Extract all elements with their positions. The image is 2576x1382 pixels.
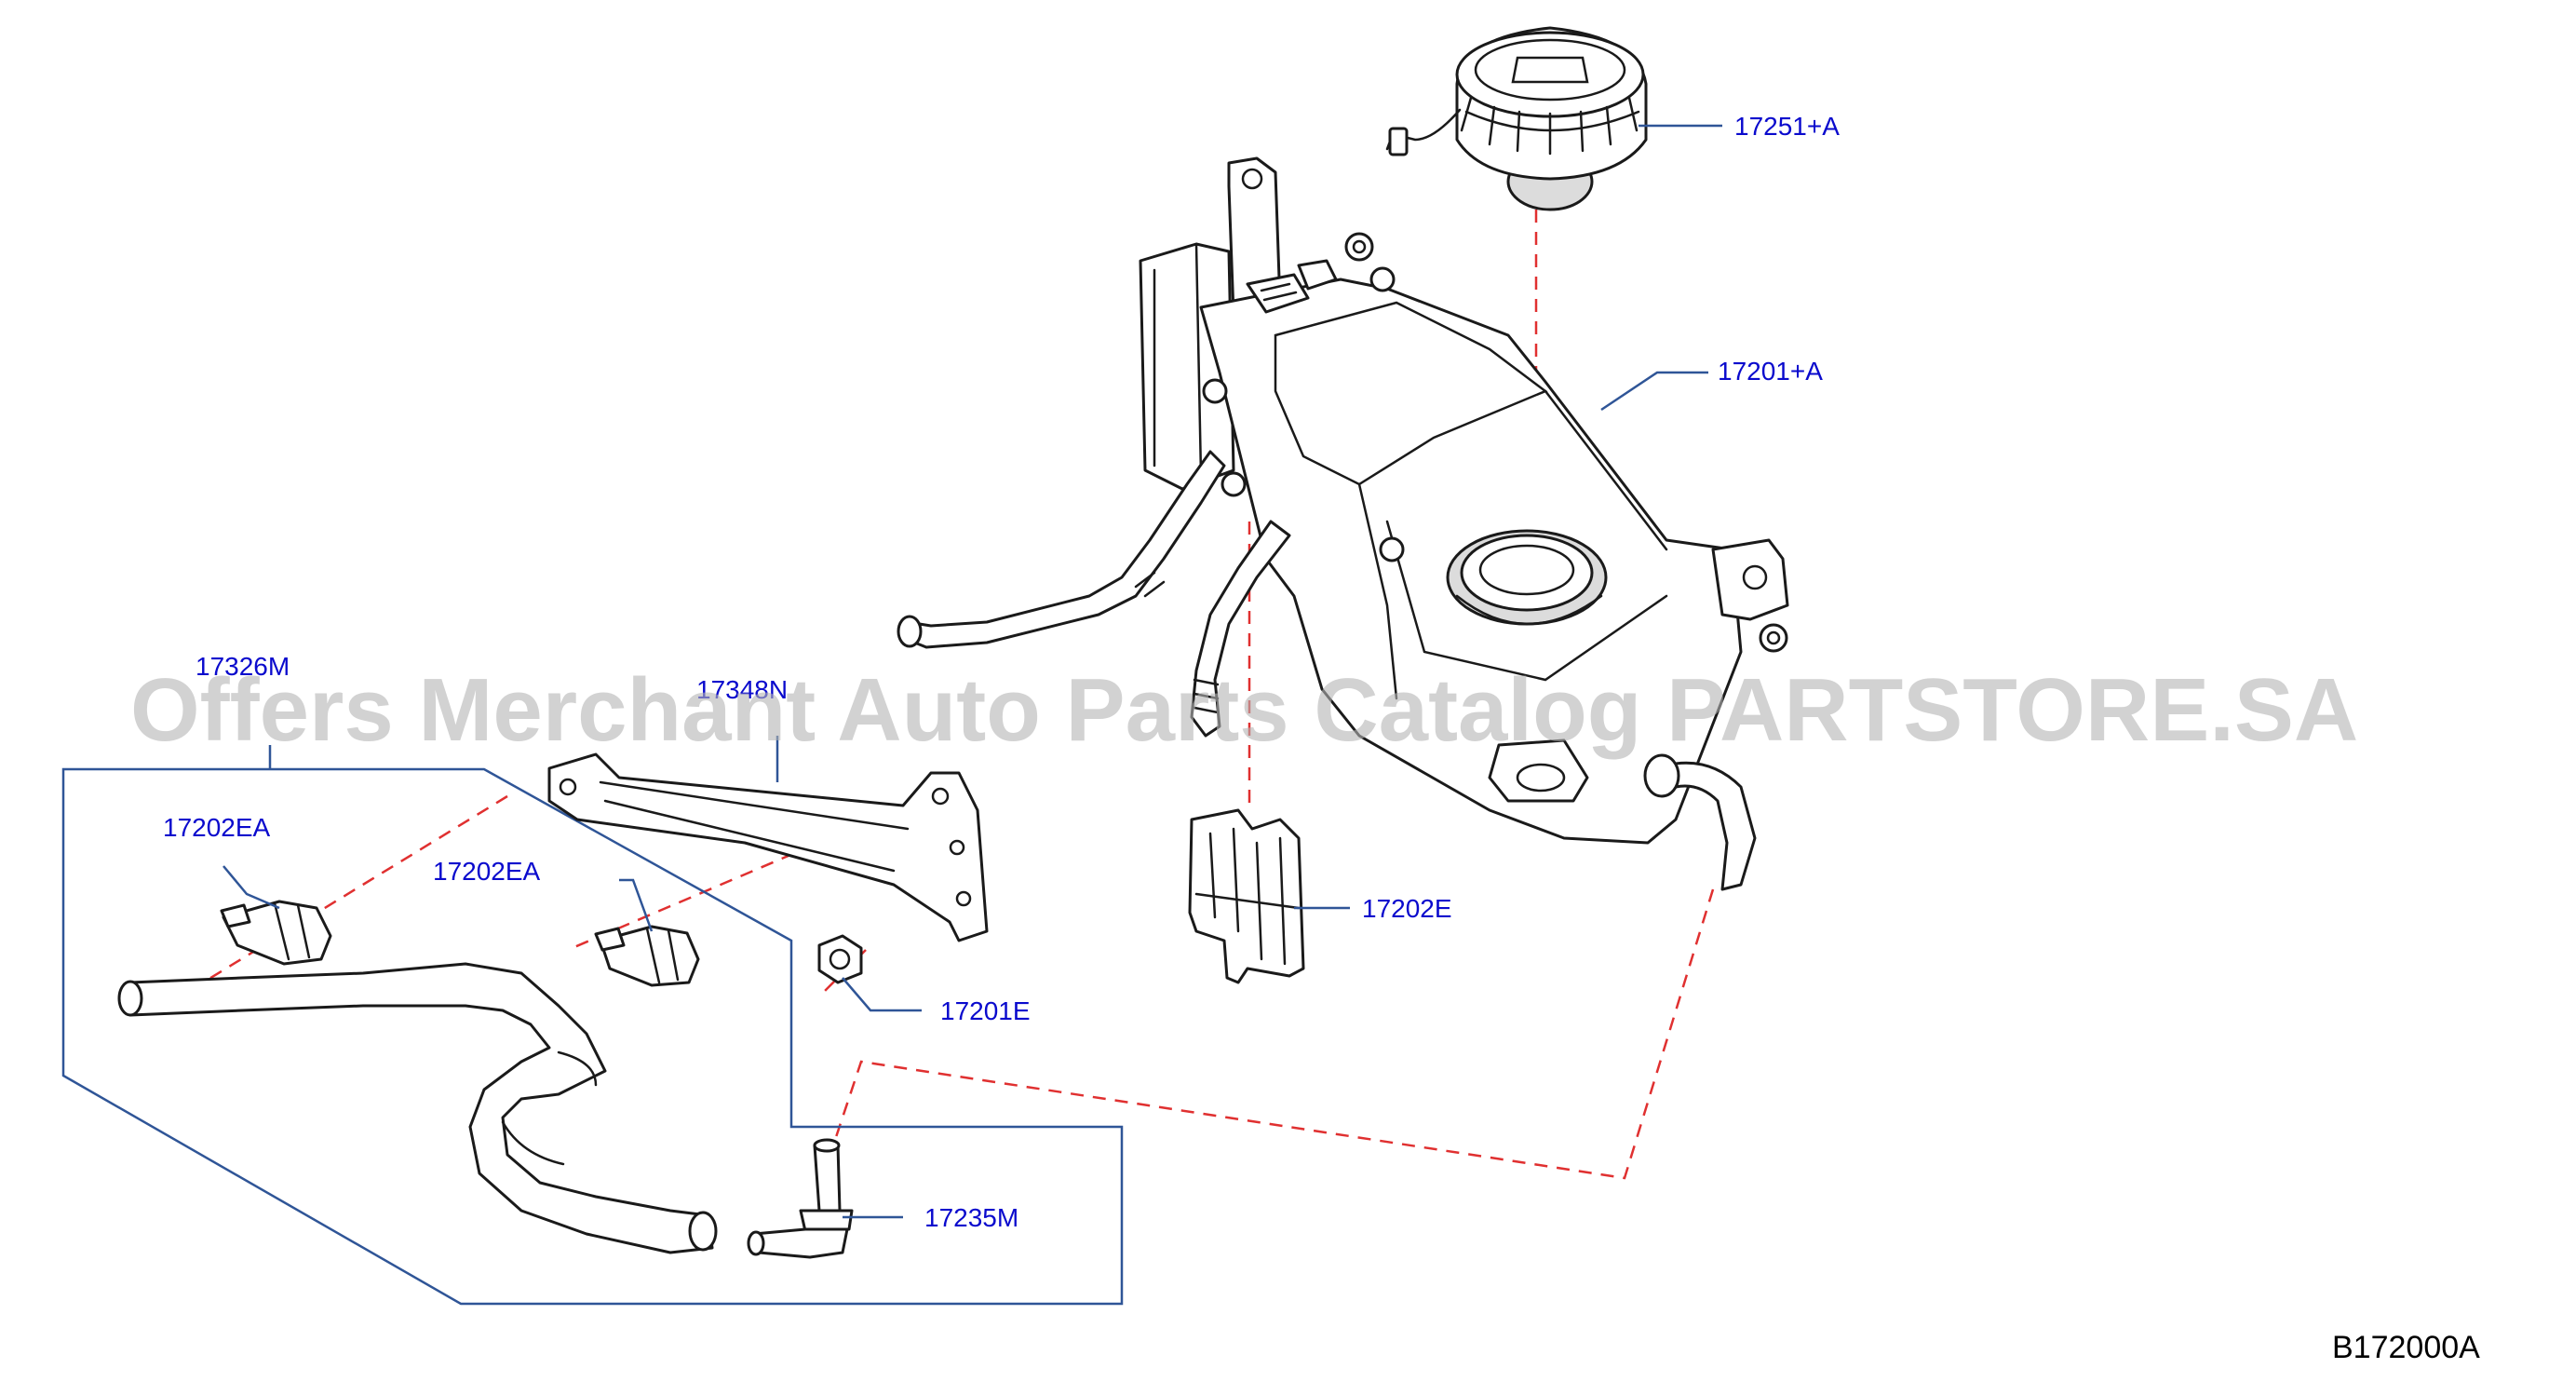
mounting-bolts (1202, 232, 1788, 653)
callout-17201A: 17201+A (1718, 357, 1823, 386)
vent-hose[interactable] (117, 962, 718, 1254)
diagram-reference: B172000A (2332, 1330, 2480, 1365)
mounting-bracket[interactable] (547, 752, 989, 942)
fuel-filler-housing[interactable] (897, 156, 1789, 891)
callout-17348N: 17348N (696, 675, 788, 704)
callout-17202E: 17202E (1362, 894, 1452, 923)
callout-17235M: 17235M (924, 1203, 1018, 1232)
leader-lines (223, 124, 1722, 1219)
hose-clamp-right[interactable] (594, 925, 700, 987)
filler-cap[interactable] (1385, 26, 1648, 211)
callout-17326M: 17326M (196, 652, 290, 681)
hose-clamp-left[interactable] (220, 900, 332, 966)
callout-17251A: 17251+A (1734, 112, 1840, 141)
callout-17201E: 17201E (940, 996, 1031, 1025)
hex-nut[interactable] (817, 934, 863, 984)
watermark-text: Offers Merchant Auto Parts Catalog PARTS… (130, 660, 2358, 760)
group-bracket-outline (61, 767, 1124, 1306)
elbow-connector[interactable] (747, 1138, 854, 1259)
callout-17202EA-right: 17202EA (433, 857, 541, 886)
retaining-clip[interactable] (1188, 808, 1305, 984)
callout-17202EA-left: 17202EA (163, 813, 271, 842)
